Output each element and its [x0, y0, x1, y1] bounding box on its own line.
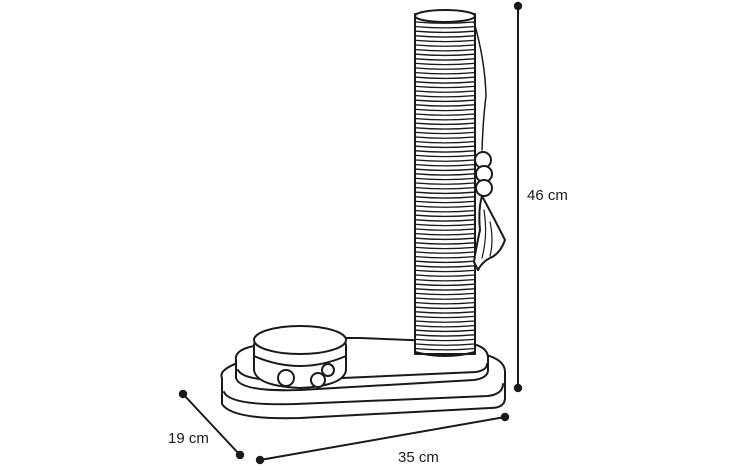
sisal-winding	[415, 228, 475, 231]
depth-dimension	[178, 389, 245, 460]
sisal-winding	[415, 150, 475, 153]
height-label: 46 cm	[527, 187, 568, 204]
sisal-winding	[415, 90, 475, 93]
sisal-winding	[415, 223, 475, 227]
dimension-endpoint	[178, 389, 188, 399]
sisal-winding	[415, 67, 475, 70]
sisal-winding	[415, 163, 475, 167]
sisal-winding	[415, 255, 475, 259]
sisal-winding	[415, 62, 475, 66]
sisal-winding	[415, 232, 475, 236]
sisal-winding	[415, 191, 475, 195]
sisal-winding	[415, 21, 475, 24]
toy-bead-bottom	[475, 179, 493, 197]
sisal-winding	[415, 265, 475, 268]
dimension-endpoint	[255, 455, 265, 465]
sisal-winding	[415, 131, 475, 135]
depth-label: 19 cm	[168, 430, 209, 447]
sisal-winding	[415, 301, 475, 305]
width-dimension	[255, 412, 510, 465]
sisal-winding	[415, 117, 475, 121]
post-base-edge	[414, 351, 476, 357]
sisal-winding	[415, 85, 475, 89]
dimension-endpoint	[513, 383, 523, 393]
sisal-winding	[415, 237, 475, 241]
sisal-winding	[415, 104, 475, 107]
sisal-winding	[415, 113, 475, 116]
sisal-winding	[415, 329, 475, 333]
sisal-winding	[415, 48, 475, 52]
toy-tassel-strands	[481, 209, 493, 259]
sisal-winding	[415, 35, 475, 38]
sisal-winding	[415, 242, 475, 245]
sisal-winding	[415, 186, 475, 190]
dimension-endpoint	[500, 412, 510, 422]
sisal-winding	[415, 44, 475, 47]
post-cap	[414, 9, 476, 23]
height-dimension	[513, 1, 523, 393]
sisal-winding	[415, 278, 475, 282]
sisal-winding	[415, 25, 475, 29]
sisal-winding	[415, 136, 475, 139]
sisal-winding	[415, 219, 475, 222]
sisal-winding	[415, 168, 475, 172]
toy-ball-2	[310, 372, 326, 388]
sisal-winding	[415, 292, 475, 296]
sisal-winding	[415, 343, 475, 346]
sisal-winding	[415, 200, 475, 204]
sisal-winding	[415, 288, 475, 291]
sisal-winding	[415, 274, 475, 277]
sisal-winding	[415, 182, 475, 185]
sisal-winding	[415, 306, 475, 310]
sisal-winding	[415, 269, 475, 273]
dimension-endpoint	[235, 450, 245, 460]
toy-ball-1	[277, 369, 295, 387]
sisal-winding	[415, 108, 475, 112]
sisal-winding	[415, 347, 475, 351]
sisal-winding	[415, 99, 475, 103]
sisal-winding	[415, 260, 475, 264]
sisal-winding	[415, 39, 475, 43]
dimension-endpoint	[513, 1, 523, 11]
sisal-winding	[415, 159, 475, 162]
ball-track-top	[253, 325, 347, 355]
sisal-winding	[415, 297, 475, 300]
sisal-winding	[415, 140, 475, 144]
sisal-winding	[415, 94, 475, 98]
toy-ball-3	[321, 363, 335, 377]
sisal-winding	[415, 76, 475, 80]
sisal-winding	[415, 246, 475, 250]
sisal-winding	[415, 122, 475, 126]
sisal-winding	[415, 315, 475, 319]
sisal-winding	[415, 338, 475, 342]
sisal-winding	[415, 324, 475, 328]
sisal-winding	[415, 81, 475, 84]
sisal-winding	[415, 154, 475, 158]
sisal-winding	[415, 251, 475, 254]
sisal-winding	[415, 30, 475, 34]
sisal-winding	[415, 127, 475, 130]
sisal-winding	[415, 71, 475, 75]
sisal-winding	[415, 145, 475, 149]
sisal-winding	[415, 173, 475, 176]
base-bottom-plate-inner	[223, 383, 504, 406]
ball-track-rim	[253, 355, 347, 367]
sisal-winding	[415, 209, 475, 213]
sisal-winding	[415, 53, 475, 57]
sisal-winding	[415, 205, 475, 208]
sisal-winding	[415, 58, 475, 61]
sisal-winding	[415, 177, 475, 181]
sisal-winding	[415, 283, 475, 287]
toy-tassel	[473, 195, 506, 271]
sisal-winding	[415, 196, 475, 199]
width-label: 35 cm	[398, 449, 439, 466]
sisal-winding	[415, 311, 475, 314]
sisal-rope-windings	[415, 21, 475, 351]
sisal-winding	[415, 320, 475, 323]
sisal-winding	[415, 214, 475, 218]
hanging-cord	[473, 21, 487, 151]
sisal-winding	[415, 334, 475, 337]
